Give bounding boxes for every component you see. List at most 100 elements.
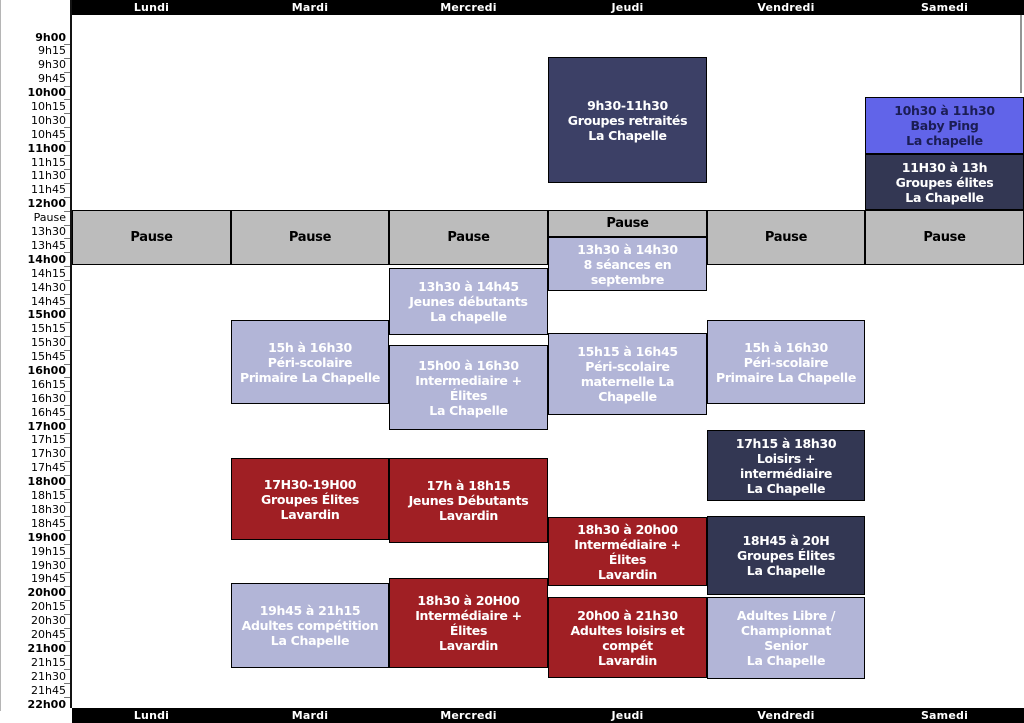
event-text-line: 18H45 à 20H: [742, 533, 830, 548]
event-text-line: 15h15 à 16h45: [577, 344, 678, 359]
time-label: 17h00: [27, 419, 66, 433]
event-text-line: 18h30 à 20H00: [417, 593, 520, 608]
time-tick: [64, 599, 71, 601]
time-label: 11h15: [31, 155, 66, 169]
time-tick: [64, 544, 71, 546]
time-tick: [64, 488, 71, 490]
time-tick: [64, 683, 71, 685]
time-tick: [64, 280, 71, 282]
time-label: 15h00: [27, 308, 66, 322]
event-text-line: Primaire La Chapelle: [715, 369, 857, 385]
time-label: 18h30: [31, 502, 66, 516]
event-text-line: Adultes compétition: [241, 618, 379, 633]
time-tick: [64, 432, 71, 434]
time-label: 11h00: [27, 141, 66, 155]
time-tick: [64, 516, 71, 518]
time-tick: [64, 571, 71, 573]
day-header-vendredi-top: Vendredi: [757, 1, 815, 14]
time-label: 20h00: [27, 586, 66, 600]
left-border-line: [0, 0, 1, 711]
pause-mercredi: Pause: [389, 210, 548, 265]
time-label: 13h30: [31, 225, 66, 239]
time-label: 21h30: [31, 669, 66, 683]
time-tick: [64, 141, 71, 143]
time-tick: [64, 669, 71, 671]
time-label: 14h30: [31, 280, 66, 294]
event-text-line: La Chapelle: [746, 563, 826, 578]
pause-vendredi: Pause: [707, 210, 865, 265]
time-tick: [64, 43, 71, 45]
time-tick: [64, 377, 71, 379]
event-text-line: Péri-scolaire: [743, 354, 829, 370]
event-text-line: Adultes Libre /: [736, 608, 836, 623]
event-text-line: 15h à 16h30: [268, 339, 352, 355]
event-text-line: Intermédiaire +: [574, 536, 681, 552]
event-text-line: 19h45 à 21h15: [259, 603, 361, 618]
time-label: 16h15: [31, 377, 66, 391]
time-tick: [64, 57, 71, 59]
time-tick: [64, 446, 71, 448]
event-text-line: 18h30 à 20h00: [577, 521, 678, 537]
time-label: 10h00: [27, 86, 66, 100]
time-label: 15h15: [31, 322, 66, 336]
time-label: 19h30: [31, 558, 66, 572]
event-text-line: Jeunes débutants: [409, 294, 528, 309]
event-text-line: 13h30 à 14h45: [418, 279, 519, 294]
time-label: 15h45: [31, 350, 66, 364]
event-text-line: Lavardin: [280, 506, 340, 522]
time-label: 16h45: [31, 405, 66, 419]
time-tick: [64, 321, 71, 323]
event-text-line: Péri-scolaire: [267, 354, 353, 370]
time-tick: [64, 238, 71, 240]
event-text-line: Championnat: [740, 623, 832, 638]
time-tick: [64, 307, 71, 309]
event-text-line: Lavardin: [439, 638, 498, 653]
time-label: 14h45: [31, 294, 66, 308]
pause-samedi: Pause: [865, 210, 1024, 265]
event-text-line: 17H30-19H00: [263, 476, 357, 492]
time-tick: [64, 349, 71, 351]
event-text-line: La Chapelle: [270, 633, 350, 648]
event-text-line: compét: [602, 637, 653, 653]
time-label: Pause: [33, 211, 66, 225]
time-label: 11h30: [31, 169, 66, 183]
time-tick: [64, 558, 71, 560]
event-text-line: 17h à 18h15: [426, 478, 511, 493]
event-text-line: La Chapelle: [588, 127, 667, 143]
event-text-line: Péri-scolaire: [585, 359, 670, 374]
event-text-line: 9h30-11h30: [587, 97, 668, 113]
time-tick: [64, 613, 71, 615]
event-text-line: 15h à 16h30: [744, 339, 828, 355]
time-tick: [64, 530, 71, 532]
event-text-line: intermédiaire: [740, 465, 832, 481]
event-text-line: Pause: [447, 230, 490, 245]
event-text-line: Jeunes Débutants: [408, 493, 529, 508]
day-header-mercredi-bottom: Mercredi: [440, 709, 497, 722]
event-text-line: 20h00 à 21h30: [577, 607, 678, 623]
time-label: 11h45: [31, 183, 66, 197]
time-tick: [64, 127, 71, 129]
day-header-mardi-top: Mardi: [291, 1, 329, 14]
event-text-line: Élites: [449, 623, 488, 638]
time-label: 17h45: [31, 461, 66, 475]
day-header-lundi-top: Lundi: [133, 1, 170, 14]
time-label: 22h00: [27, 697, 66, 711]
